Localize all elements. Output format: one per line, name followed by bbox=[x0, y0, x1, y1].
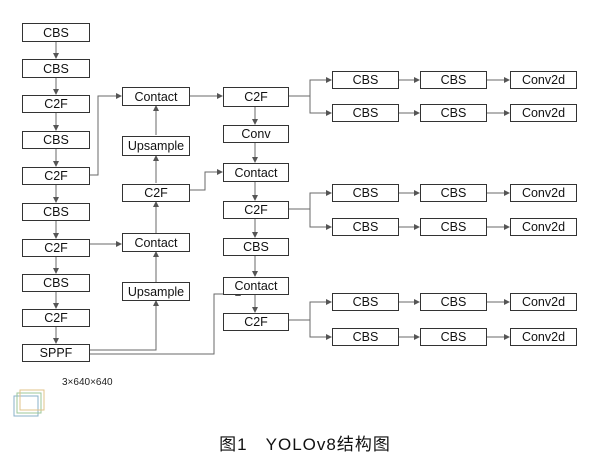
det-head-2-cbs-a: CBS bbox=[332, 104, 399, 122]
backbone-cbs-5: CBS bbox=[22, 274, 90, 292]
neck-upsample-1: Upsample bbox=[122, 136, 190, 156]
head-cbs-6: CBS bbox=[223, 238, 289, 256]
head-conv: Conv bbox=[223, 125, 289, 143]
sppf-block: SPPF bbox=[22, 344, 90, 362]
edge-c2f7-head3 bbox=[309, 190, 332, 209]
det-head-3-cbs-a: CBS bbox=[332, 184, 399, 202]
backbone-c2f-3: C2F bbox=[22, 239, 90, 257]
edge-c2f6-head2 bbox=[309, 96, 332, 116]
det-head-1-conv2d: Conv2d bbox=[510, 71, 577, 89]
head-c2f-6: C2F bbox=[223, 87, 289, 107]
det-head-3-conv2d: Conv2d bbox=[510, 184, 577, 202]
edge-c2f6-head1 bbox=[309, 77, 332, 96]
input-image-icon bbox=[13, 389, 45, 417]
det-head-4-cbs-a: CBS bbox=[332, 218, 399, 236]
det-head-5-conv2d: Conv2d bbox=[510, 293, 577, 311]
det-head-6-cbs-b: CBS bbox=[420, 328, 487, 346]
head-contact-3: Contact bbox=[223, 163, 289, 182]
backbone-cbs-4: CBS bbox=[22, 203, 90, 221]
neck-upsample-2: Upsample bbox=[122, 282, 190, 301]
neck-contact-2: Contact bbox=[122, 233, 190, 252]
det-head-5-cbs-a: CBS bbox=[332, 293, 399, 311]
det-head-1-cbs-b: CBS bbox=[420, 71, 487, 89]
det-head-1-cbs-a: CBS bbox=[332, 71, 399, 89]
det-head-2-cbs-b: CBS bbox=[420, 104, 487, 122]
det-head-2-conv2d: Conv2d bbox=[510, 104, 577, 122]
det-head-4-cbs-b: CBS bbox=[420, 218, 487, 236]
head-c2f-8: C2F bbox=[223, 313, 289, 331]
backbone-cbs-1: CBS bbox=[22, 23, 90, 42]
edge-c2f5-contact3 bbox=[190, 169, 223, 191]
figure-caption: 图1 YOLOv8结构图 bbox=[219, 435, 391, 454]
edge-c2f8-head6 bbox=[309, 320, 332, 340]
edge-c2f2-contact1 bbox=[90, 93, 122, 176]
det-head-6-conv2d: Conv2d bbox=[510, 328, 577, 346]
head-contact-4: Contact bbox=[223, 277, 289, 295]
det-head-3-cbs-b: CBS bbox=[420, 184, 487, 202]
det-head-5-cbs-b: CBS bbox=[420, 293, 487, 311]
backbone-c2f-1: C2F bbox=[22, 95, 90, 113]
neck-contact-1: Contact bbox=[122, 87, 190, 106]
backbone-c2f-4: C2F bbox=[22, 309, 90, 327]
edge-sppf-upsample2 bbox=[90, 300, 159, 351]
backbone-c2f-2: C2F bbox=[22, 167, 90, 185]
det-head-4-conv2d: Conv2d bbox=[510, 218, 577, 236]
edge-c2f8-head5 bbox=[309, 299, 332, 320]
input-size-label: 3×640×640 bbox=[62, 377, 113, 388]
neck-c2f-5: C2F bbox=[122, 184, 190, 202]
head-c2f-7: C2F bbox=[223, 201, 289, 219]
backbone-cbs-3: CBS bbox=[22, 131, 90, 149]
edge-c2f7-head4 bbox=[309, 209, 332, 230]
det-head-6-cbs-a: CBS bbox=[332, 328, 399, 346]
backbone-cbs-2: CBS bbox=[22, 59, 90, 78]
